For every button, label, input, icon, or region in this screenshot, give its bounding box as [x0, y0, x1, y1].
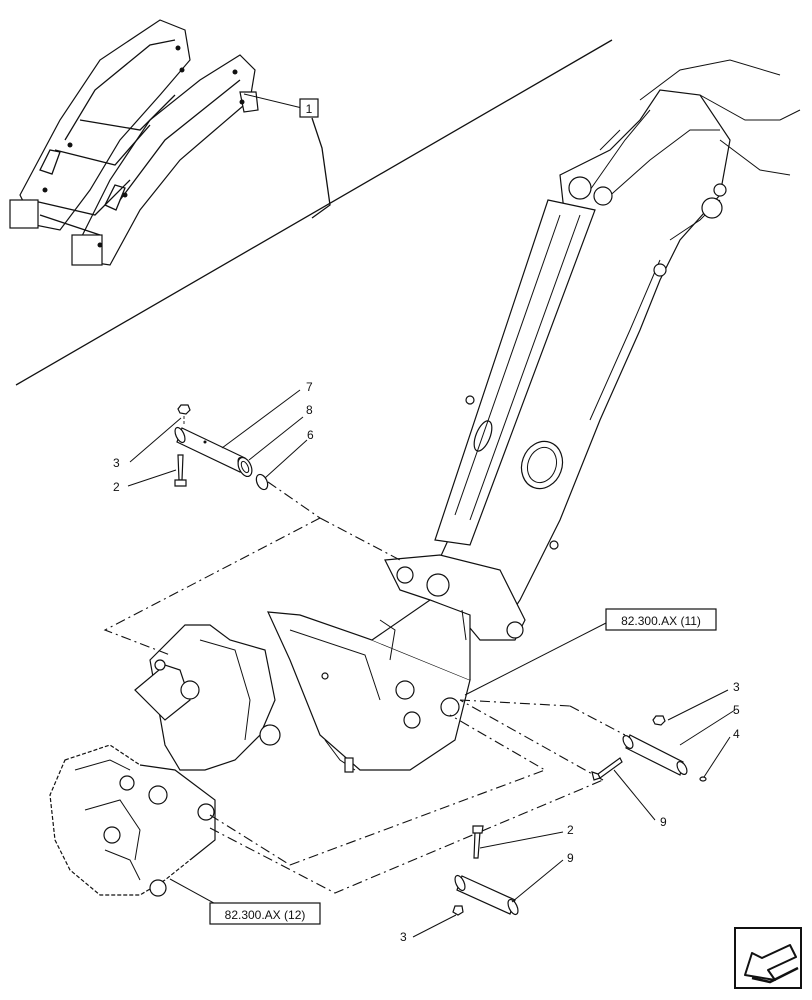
coupler-bracket: [49, 624, 281, 897]
callout-leaders: [127, 389, 736, 938]
assembly-lines: [103, 481, 626, 894]
callout-labels: 7 8 6 3 2 3 5 4 9 2 9 3: [113, 380, 740, 944]
ref-box-upper[interactable]: 82.300.AX (11): [605, 608, 717, 631]
assembly-ref-box: 1: [299, 98, 319, 118]
callout-2-bottom: 2: [567, 823, 574, 837]
callout-7: 7: [306, 380, 313, 394]
pin-group-right: [591, 715, 707, 782]
next-page-arrow-icon[interactable]: [734, 927, 802, 989]
pin-group-bottom: [452, 825, 519, 916]
callout-6: 6: [307, 428, 314, 442]
section-separator: [15, 39, 613, 386]
callout-8: 8: [306, 403, 313, 417]
loader-arm: [267, 59, 801, 773]
callout-9-right: 9: [660, 815, 667, 829]
callout-9-bottom: 9: [567, 851, 574, 865]
ref-upper-label[interactable]: 82.300.AX (11): [621, 614, 701, 628]
callout-2-top: 2: [113, 480, 120, 494]
callout-3-bottom: 3: [400, 930, 407, 944]
loader-overview-thumbnail: [9, 19, 259, 266]
ref-box-lower[interactable]: 82.300.AX (12): [209, 902, 321, 925]
callout-4: 4: [733, 727, 740, 741]
ref-lower-label[interactable]: 82.300.AX (12): [225, 908, 306, 922]
callout-3-top: 3: [113, 456, 120, 470]
pin-group-top: [174, 404, 269, 491]
callout-5: 5: [733, 703, 740, 717]
assembly-ref-label: 1: [306, 102, 313, 116]
callout-3-right: 3: [733, 680, 740, 694]
